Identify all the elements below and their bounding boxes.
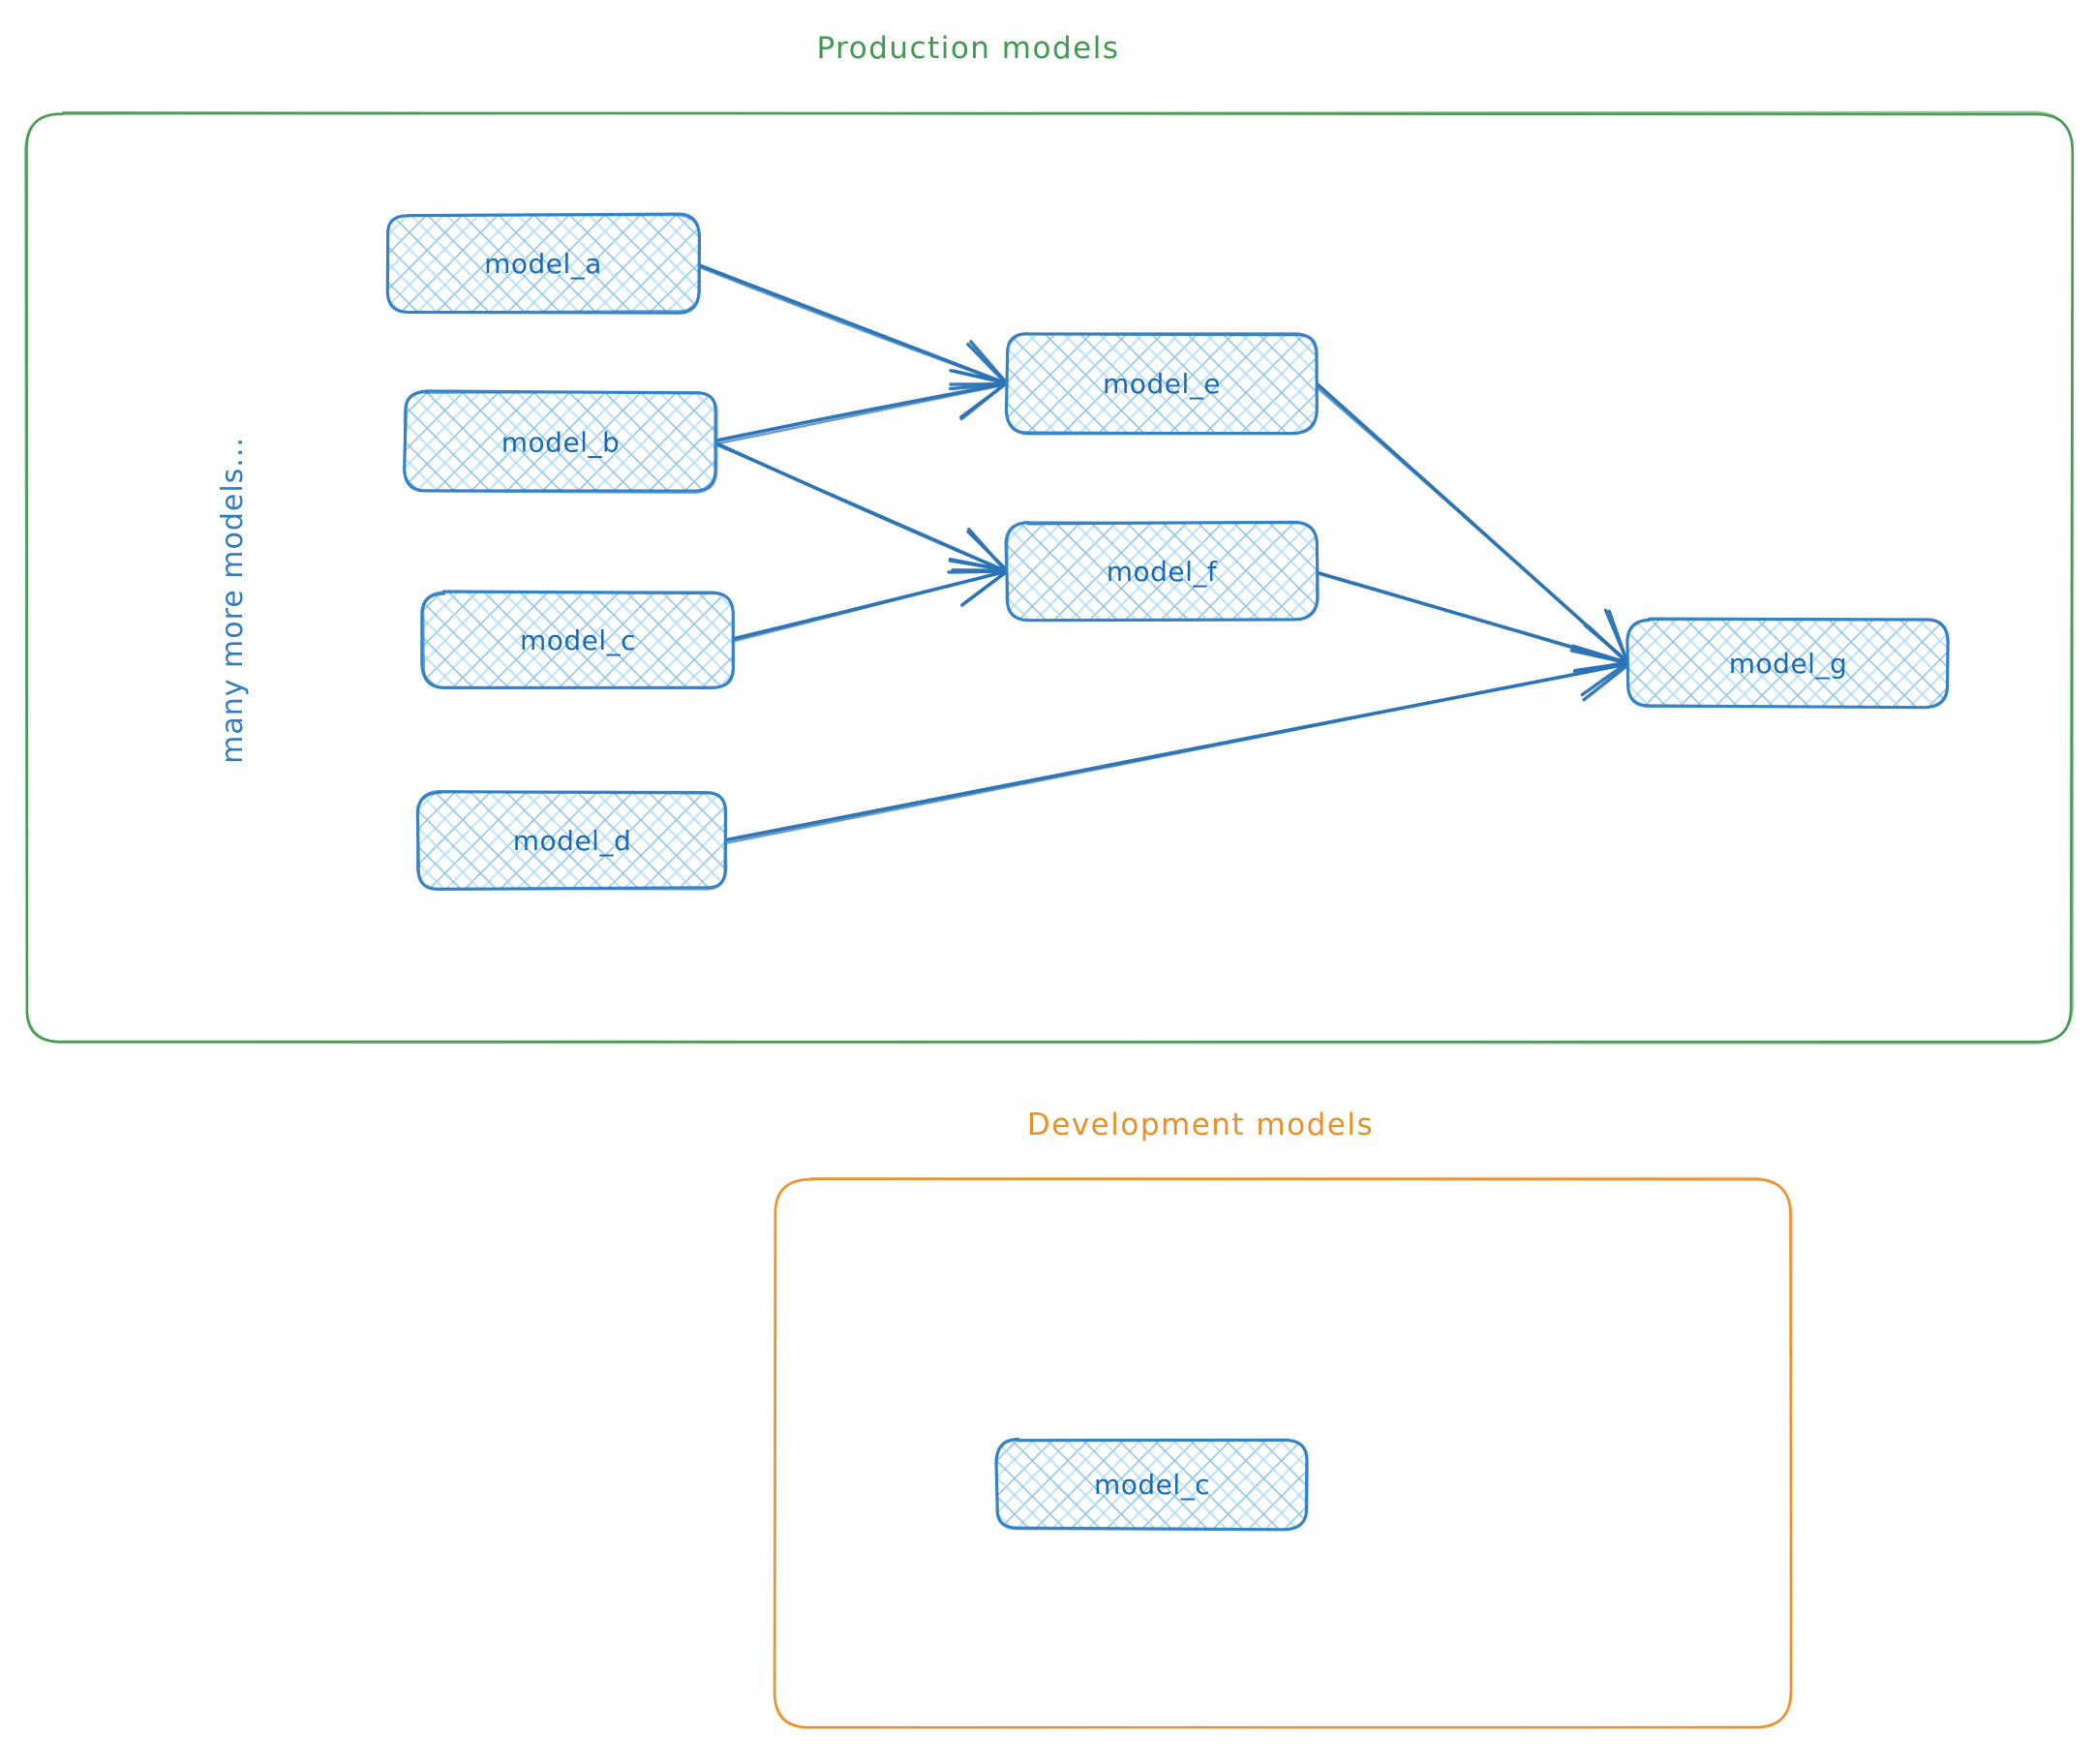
node-label-model_c: model_c <box>520 624 636 656</box>
node-label-model_a: model_a <box>484 248 602 280</box>
nodes-layer: model_a model_b model_c model_d model_emodel… <box>385 212 1950 1532</box>
node-fill <box>996 1439 1308 1529</box>
node-model_g[interactable]: model_g <box>1625 617 1950 710</box>
edge-stroke <box>959 570 1008 607</box>
edge-stroke <box>698 265 1003 383</box>
edge-stroke <box>1582 662 1631 702</box>
node-fill <box>1007 522 1318 621</box>
node-label-model_e: model_e <box>1103 368 1221 400</box>
node-fill <box>1628 619 1949 708</box>
edge-stroke <box>1580 660 1629 697</box>
edge-stroke <box>725 663 1624 844</box>
node-border <box>1006 331 1319 435</box>
node-label-model_b: model_b <box>501 427 620 459</box>
node-fill <box>1007 333 1317 434</box>
node-model_e[interactable]: model_e <box>1004 331 1319 436</box>
node-label-model_c_dev: model_c <box>1094 1469 1210 1501</box>
node-label-model_f: model_f <box>1107 556 1218 588</box>
edge-stroke <box>1315 385 1626 662</box>
node-model_f[interactable]: model_f <box>1004 520 1320 623</box>
edge-model_c-to-model_f <box>730 557 1010 643</box>
group-label-production: Production models <box>817 31 1120 66</box>
node-border <box>422 591 735 690</box>
edge-model_b-to-model_f <box>714 441 1010 574</box>
node-border <box>1626 618 1950 709</box>
edge-stroke <box>969 340 1010 386</box>
edge-stroke <box>715 443 1003 570</box>
edge-stroke <box>714 382 1003 442</box>
group-label-development: Development models <box>1027 1108 1374 1142</box>
node-fill <box>405 391 717 493</box>
group-production <box>24 110 2075 1045</box>
node-fill <box>386 214 700 313</box>
edge-model_d-to-model_g <box>723 647 1631 844</box>
edge-stroke <box>959 380 1009 421</box>
edge-model_e-to-model_g <box>1315 381 1631 665</box>
edge-model_a-to-model_e <box>696 262 1010 391</box>
group-containers <box>24 110 2075 1729</box>
node-model_b[interactable]: model_b <box>403 389 718 495</box>
node-model_c_dev[interactable]: model_c <box>994 1437 1309 1532</box>
edges-layer <box>696 262 1631 844</box>
node-model_a[interactable]: model_a <box>385 212 702 315</box>
node-border <box>386 214 702 314</box>
edge-stroke <box>1572 647 1631 665</box>
edge-stroke <box>714 384 1002 445</box>
edge-stroke <box>947 569 1010 574</box>
many-more-models-note: many more models... <box>216 437 250 764</box>
node-model_d[interactable]: model_d <box>415 789 728 892</box>
edge-stroke <box>696 262 1003 383</box>
node-label-model_g: model_g <box>1729 648 1847 680</box>
node-border <box>995 1439 1309 1531</box>
node-fill <box>422 592 734 688</box>
node-fill <box>417 791 726 890</box>
node-label-model_d: model_d <box>513 825 631 857</box>
group-development <box>773 1176 1793 1729</box>
edge-stroke <box>1607 609 1629 665</box>
node-border <box>1005 521 1319 623</box>
edge-stroke <box>967 527 1008 573</box>
group-border-development <box>773 1176 1793 1729</box>
edge-stroke <box>1587 624 1629 665</box>
node-model_c[interactable]: model_c <box>420 590 735 690</box>
edge-stroke <box>949 369 1009 385</box>
node-border <box>403 390 718 495</box>
group-border-production <box>24 110 2075 1045</box>
edge-stroke <box>948 557 1009 573</box>
edge-stroke <box>732 571 1004 643</box>
edge-model_b-to-model_e <box>714 369 1010 445</box>
node-border <box>415 789 728 891</box>
